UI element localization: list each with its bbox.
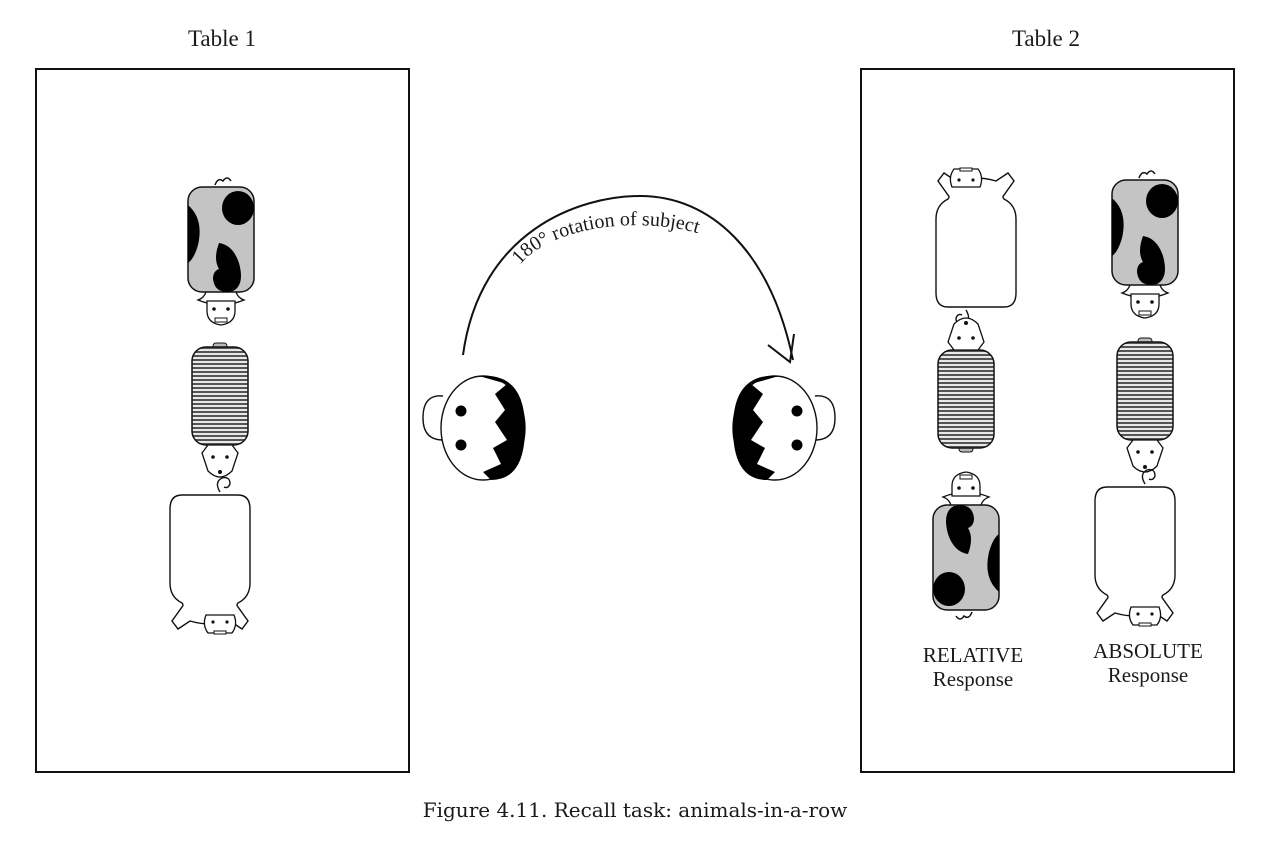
rotation-label: 180° rotation of subject xyxy=(507,208,702,268)
absolute-sub: Response xyxy=(1107,663,1189,687)
table1-pig-striped xyxy=(191,342,249,478)
absolute-label: ABSOLUTE xyxy=(1093,639,1203,663)
subject-head-after xyxy=(732,375,836,481)
table-1-label: Table 1 xyxy=(187,26,256,51)
subject-head-before xyxy=(422,375,526,481)
table2-relative-pig-striped xyxy=(937,317,995,453)
arrowhead-icon xyxy=(767,333,795,364)
table2-absolute-pig-striped xyxy=(1116,337,1174,473)
table2-absolute-pig-plain xyxy=(1094,468,1176,627)
absolute-response-label: ABSOLUTE Response xyxy=(1068,639,1228,687)
table1-cow-spotted xyxy=(187,177,255,326)
table-1-panel xyxy=(35,68,410,773)
table2-absolute-cow-spotted xyxy=(1111,170,1179,319)
table2-relative-pig-plain xyxy=(935,167,1017,326)
relative-response-label: RELATIVE Response xyxy=(893,643,1053,691)
relative-label: RELATIVE xyxy=(922,643,1024,667)
table2-relative-cow-spotted xyxy=(932,471,1000,620)
relative-sub: Response xyxy=(932,667,1014,691)
rotation-arc xyxy=(462,194,794,361)
table-2-label: Table 2 xyxy=(1011,26,1080,51)
table1-pig-plain xyxy=(169,476,251,635)
figure-caption: Figure 4.11. Recall task: animals-in-a-r… xyxy=(422,798,848,822)
